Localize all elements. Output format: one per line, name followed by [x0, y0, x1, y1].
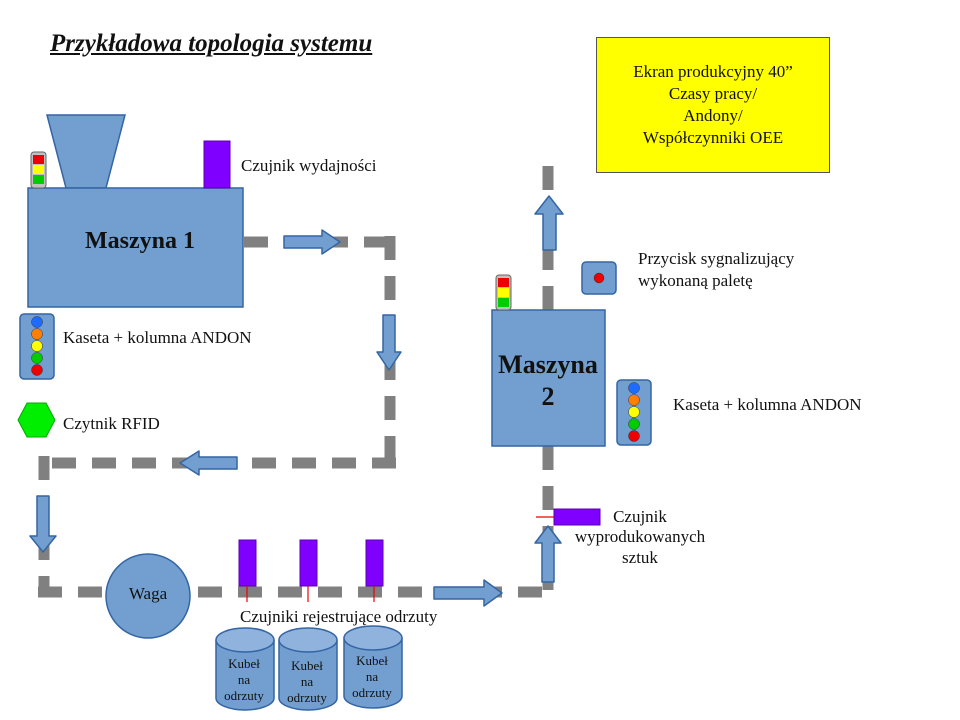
bin-2-line-1: Kubeł — [291, 658, 323, 673]
machine-2-label-line-2: 2 — [542, 382, 555, 411]
rfid-reader — [17, 402, 56, 438]
machine-2-label-line-1: Maszyna — [498, 350, 598, 379]
panel-line-1: Ekran produkcyjny 40” — [633, 62, 793, 81]
produced-pieces-sensor — [553, 508, 601, 526]
arrow-up-2 — [534, 195, 564, 251]
andon-1-label: Kaseta + kolumna ANDON — [63, 328, 252, 347]
button-label-line-2: wykonaną paletę — [638, 271, 753, 290]
reject-bin-3: Kubeł na odrzuty — [343, 625, 403, 709]
reject-sensor-1 — [238, 539, 257, 587]
throughput-sensor — [203, 140, 231, 189]
arrow-down-2 — [29, 495, 57, 553]
machine-1-label: Maszyna 1 — [85, 228, 195, 254]
arrow-right-1 — [283, 229, 341, 255]
reject-sensor-3 — [365, 539, 384, 587]
bin-3-line-3: odrzuty — [352, 685, 392, 700]
tower-light-1 — [30, 151, 47, 189]
machine-1 — [27, 187, 244, 308]
arrow-right-2 — [433, 579, 503, 607]
button-label-line-1: Przycisk sygnalizujący — [638, 249, 795, 268]
arrow-down-1 — [376, 314, 402, 371]
reject-bin-2: Kubeł na odrzuty — [278, 627, 338, 711]
reject-sensors — [238, 539, 384, 602]
bin-2-line-2: na — [301, 674, 314, 689]
diagram-title: Przykładowa topologia systemu — [50, 30, 373, 57]
tower-light-2 — [495, 274, 512, 311]
panel-line-2: Czasy pracy/ — [668, 84, 758, 103]
andon-cassette-2 — [616, 379, 652, 446]
reject-sensor-2 — [299, 539, 318, 587]
rfid-label: Czytnik RFID — [63, 414, 160, 433]
bin-2-line-3: odrzuty — [287, 690, 327, 705]
bin-1-line-1: Kubeł — [228, 656, 260, 671]
production-screen-panel: Ekran produkcyjny 40” Czasy pracy/ Andon… — [596, 37, 830, 173]
bin-3-line-2: na — [366, 669, 379, 684]
bin-1-line-2: na — [238, 672, 251, 687]
produced-label-line-2: wyprodukowanych — [575, 527, 706, 546]
pallet-signal-button — [581, 261, 617, 295]
scale-label: Waga — [129, 584, 168, 603]
hopper — [46, 114, 126, 189]
arrow-up-1 — [534, 525, 562, 583]
bin-1-line-3: odrzuty — [224, 688, 264, 703]
machine-2 — [491, 309, 606, 447]
scale — [105, 553, 191, 639]
arrow-left-1 — [179, 450, 238, 476]
flow-arrows — [29, 195, 564, 607]
bin-3-line-1: Kubeł — [356, 653, 388, 668]
andon-cassette-1 — [19, 313, 55, 380]
throughput-sensor-label: Czujnik wydajności — [241, 156, 377, 175]
andon-2-label: Kaseta + kolumna ANDON — [673, 395, 862, 414]
produced-label-line-1: Czujnik — [613, 507, 667, 526]
reject-bin-1: Kubeł na odrzuty — [215, 627, 275, 711]
panel-line-3: Andony/ — [683, 106, 743, 125]
produced-label-line-3: sztuk — [622, 548, 658, 567]
reject-sensors-label: Czujniki rejestrujące odrzuty — [240, 607, 438, 626]
panel-line-4: Współczynniki OEE — [642, 128, 784, 147]
